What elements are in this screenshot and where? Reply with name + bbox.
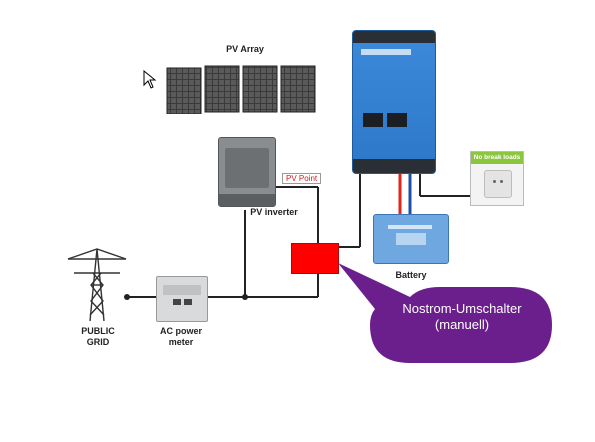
callout-bubble: [338, 263, 552, 363]
ac-power-meter-label: AC power meter: [159, 326, 202, 347]
power-pylon-icon: [67, 248, 127, 322]
mouse-cursor-icon: [143, 70, 157, 89]
pv-point-label: PV Point: [282, 173, 322, 184]
callout-line-2: (manuell): [434, 317, 490, 332]
ac-power-meter: [156, 276, 208, 322]
callout-line-1: Nostrom-Umschalter: [402, 301, 522, 316]
pv-inverter: [218, 137, 276, 207]
no-break-loads-box: No break loads: [470, 151, 524, 206]
no-break-loads-label: No break loads: [471, 152, 523, 164]
victron-multiplus-inverter: [352, 30, 436, 174]
pv-array-label: PV Array: [226, 44, 264, 54]
battery-device: [373, 214, 449, 264]
pv-inverter-label: PV inverter: [250, 207, 298, 217]
power-socket-icon: [484, 170, 512, 198]
emergency-switch: [291, 243, 339, 274]
public-grid-label: PUBLIC GRID: [81, 326, 115, 347]
battery-label: Battery: [395, 270, 427, 280]
pv-array-panels: [166, 65, 316, 114]
